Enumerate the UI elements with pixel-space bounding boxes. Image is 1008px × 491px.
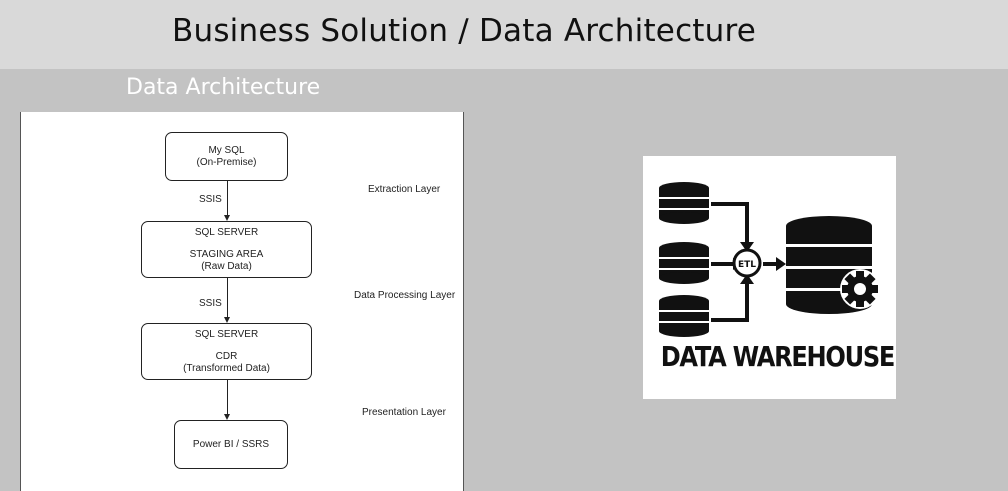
node-cdr-line3: (Transformed Data) [183,362,270,374]
header-bar: Business Solution / Data Architecture [0,0,1008,69]
arrowhead-1 [224,215,230,221]
etl-badge-text: ETL [738,260,756,270]
node-powerbi-title: Power BI / SSRS [192,438,270,450]
node-cdr: SQL SERVER CDR (Transformed Data) [141,323,312,380]
edge-label-ssis-2: SSIS [199,298,222,309]
node-mysql: My SQL (On-Premise) [165,132,288,181]
data-warehouse-illustration: ETL [659,182,880,337]
architecture-diagram: My SQL (On-Premise) SSIS SQL SERVER STAG… [20,112,464,491]
node-cdr-line2: CDR [215,350,238,362]
edge-mysql-staging [227,181,228,215]
source-db-icon-3 [659,295,709,337]
edge-label-ssis-1: SSIS [199,194,222,205]
node-staging-line3: (Raw Data) [201,260,252,272]
layer-label-processing: Data Processing Layer [354,290,456,301]
section-title: Data Architecture [126,75,321,100]
edge-cdr-powerbi [227,380,228,414]
data-warehouse-caption: DATA WAREHOUSE [660,340,896,373]
node-staging-line2: STAGING AREA [189,248,264,260]
source-db-icon-2 [659,242,709,284]
etl-arrows [711,202,778,322]
node-powerbi-ssrs: Power BI / SSRS [174,420,288,469]
gear-icon [840,269,880,309]
data-warehouse-image: ETL DATA WAREHOUSE [643,156,896,399]
layer-label-extraction: Extraction Layer [368,184,441,195]
node-mysql-title: My SQL [208,144,245,156]
etl-badge-icon [732,248,762,278]
arrowhead-2 [224,317,230,323]
edge-staging-cdr [227,278,228,317]
node-cdr-line1: SQL SERVER [194,328,259,340]
arrowhead-3 [224,414,230,420]
node-staging-area: SQL SERVER STAGING AREA (Raw Data) [141,221,312,278]
node-staging-line1: SQL SERVER [194,226,259,238]
layer-label-presentation: Presentation Layer [362,407,446,418]
node-mysql-subtitle: (On-Premise) [196,156,257,168]
page-title: Business Solution / Data Architecture [172,13,757,49]
source-db-icon-1 [659,182,709,224]
